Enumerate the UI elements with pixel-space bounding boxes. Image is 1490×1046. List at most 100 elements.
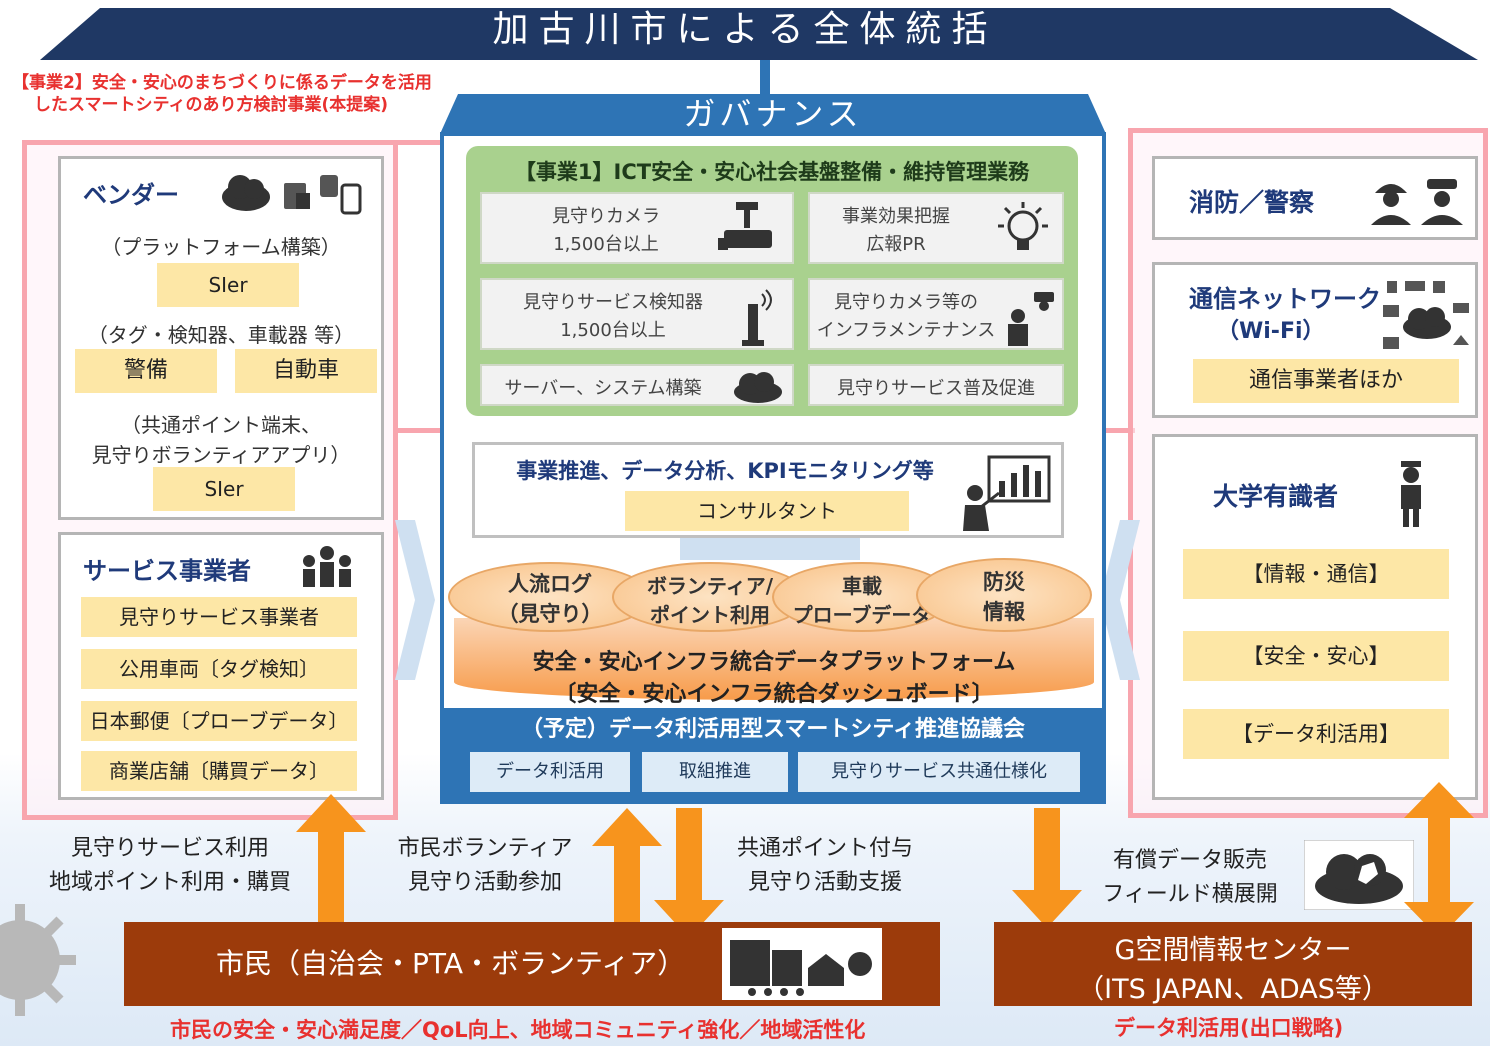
camera-line2: 1,500台以上 [553,234,659,255]
left-flow-line1: 見守りサービス利用 [70,836,269,861]
left-flow-line2: 地域ポイント利用・購買 [48,870,291,895]
service-title: サービス事業者 [83,557,251,585]
ellipse-line: 車載 [842,574,882,598]
banner-shape [40,8,1478,100]
promotion-label: 見守りサービス普及促進 [837,378,1035,399]
experts-panel: 大学有識者 【情報・通信】 【安全・安心】 【データ利活用】 [1152,434,1478,800]
vendor-panel: ベンダー （プラットフォーム構築） SIer （タグ・検知器、車載器 等） 警備… [58,156,384,520]
ellipse-line: 情報 [983,600,1025,624]
effect-line1: 事業効果把握 [842,206,950,227]
security-badge: 警備 [75,349,217,393]
tag-label: （タグ・検知器、車載器 等） [87,323,355,347]
platform-label: （プラットフォーム構築） [101,235,341,259]
detector-line2: 1,500台以上 [560,320,666,341]
ellipse-line: ポイント利用 [650,603,770,627]
banner-title: 加古川市による全体統括 [492,9,998,50]
left-flow-text: 見守りサービス利用 地域ポイント利用・購買 [30,832,310,900]
platform-line1: 安全・安心インフラ統合データプラットフォーム [532,650,1016,675]
gspace-line2: （ITS JAPAN、ADAS等） [1077,974,1389,1005]
maintenance-line2: インフラメンテナンス [816,320,996,341]
consult-label: 事業推進、データ分析、KPIモニタリング等 [516,459,934,483]
network-operator-badge: 通信事業者ほか [1193,359,1459,403]
sier-badge-1: SIer [157,263,299,307]
down-arrow-mid-icon [654,808,724,938]
experts-title: 大学有識者 [1213,482,1339,511]
project1-title: 【事業1】ICT安全・安心社会基盤整備・維持管理業務 [514,160,1030,184]
gear-decoration-icon [0,904,76,1016]
detector-cell: 見守りサービス検知器 1,500台以上 [480,278,794,350]
camera-cell: 見守りカメラ 1,500台以上 [480,192,794,264]
professor-icon [1401,461,1421,527]
volunteer-flow-text: 市民ボランティア 見守り活動参加 [370,832,600,900]
experts-item: 【データ利活用】 [1183,709,1449,759]
consultant-box: 事業推進、データ分析、KPIモニタリング等 コンサルタント [472,442,1064,538]
down-arrow-right-icon [1012,808,1082,928]
project2-note-line2: したスマートシティのあり方検討事業(本提案) [34,95,389,115]
ellipse-line: （見守り） [497,602,603,626]
ellipse-line: プローブデータ [792,603,932,627]
ellipse-line: 人流ログ [508,572,592,596]
volunteer-flow-line2: 見守り活動参加 [407,870,562,895]
bidirectional-arrow-icon [1404,782,1474,938]
experts-item: 【安全・安心】 [1183,631,1449,681]
consultant-badge: コンサルタント [625,491,909,531]
council-title: （予定）データ利活用型スマートシティ推進協議会 [520,717,1026,742]
lightbulb-icon [998,202,1048,250]
consultant-connector [680,538,860,560]
council-item: データ利活用 [470,752,630,792]
sales-flow-line1: 有償データ販売 [1112,848,1267,873]
security-camera-icon [718,202,772,250]
left-flow-arrow-icon [395,520,435,680]
presentation-icon [963,455,1051,531]
service-item: 公用車両〔タグ検知〕 [81,649,357,689]
platform-line2: 〔安全・安心インフラ統合ダッシュボード〕 [554,682,994,707]
network-sub: （Wi-Fi） [1217,319,1325,344]
cloud-japan-icon [1304,840,1414,910]
cloud-devices-icon [222,175,362,215]
support-flow-line1: 共通ポイント付与 [736,836,913,861]
gspace-center-box: G空間情報センター （ITS JAPAN、ADAS等） [994,922,1472,1006]
effect-line2: 広報PR [866,234,926,255]
sier-badge-2: SIer [153,467,295,511]
detector-line1: 見守りサービス検知器 [523,292,703,313]
town-icon [722,928,882,1000]
terminal-label-2: 見守りボランティアアプリ） [91,443,351,467]
cloud-server-icon [734,372,782,403]
network-title: 通信ネットワーク [1189,285,1381,313]
camera-line1: 見守りカメラ [552,206,660,227]
server-cell: サーバー、システム構築 [480,364,794,406]
fire-police-panel: 消防／警察 [1152,156,1478,240]
detector-icon [742,289,772,346]
sales-flow-text: 有償データ販売 フィールド横展開 [1080,844,1300,912]
support-flow-text: 共通ポイント付与 見守り活動支援 [710,832,940,900]
service-item: 日本郵便〔プローブデータ〕 [81,701,357,741]
project2-note: 【事業2】安全・安心のまちづくりに係るデータを活用 したスマートシティのあり方検… [12,72,452,116]
experts-item: 【情報・通信】 [1183,549,1449,599]
support-flow-line2: 見守り活動支援 [747,870,902,895]
service-item: 見守りサービス事業者 [81,597,357,637]
server-label: サーバー、システム構築 [504,378,702,399]
up-arrow-mid-icon [592,808,662,938]
project2-note-line1: 【事業2】安全・安心のまちづくりに係るデータを活用 [12,73,432,93]
frame-connector-top [395,140,445,145]
citizen-box: 市民（自治会・PTA・ボランティア） [124,922,940,1006]
footer-exit-strategy: データ利活用(出口戦略) [1114,1016,1344,1040]
maintenance-line1: 見守りカメラ等の [834,292,978,313]
ellipse-line: ボランティア/ [646,574,774,598]
council-item: 取組推進 [642,752,788,792]
sales-flow-line2: フィールド横展開 [1102,882,1278,907]
terminal-label-1: （共通ポイント端末、 [121,413,321,437]
effect-cell: 事業効果把握 広報PR [808,192,1064,264]
network-cloud-icon [1383,281,1469,349]
fire-police-label: 消防／警察 [1189,188,1315,217]
people-icon [303,546,351,587]
governance-title: ガバナンス [683,95,863,133]
firefighter-police-icon [1371,179,1463,225]
right-flow-arrow-icon [1100,520,1140,680]
service-panel: サービス事業者 見守りサービス事業者 公用車両〔タグ検知〕 日本郵便〔プローブデ… [58,532,384,800]
service-item: 商業店舗〔購買データ〕 [81,751,357,791]
project1-box: 【事業1】ICT安全・安心社会基盤整備・維持管理業務 見守りカメラ 1,500台… [466,146,1078,416]
up-arrow-left-icon [296,794,366,924]
network-panel: 通信ネットワーク （Wi-Fi） 通信事業者ほか [1152,262,1478,418]
gspace-line1: G空間情報センター [1114,935,1352,966]
